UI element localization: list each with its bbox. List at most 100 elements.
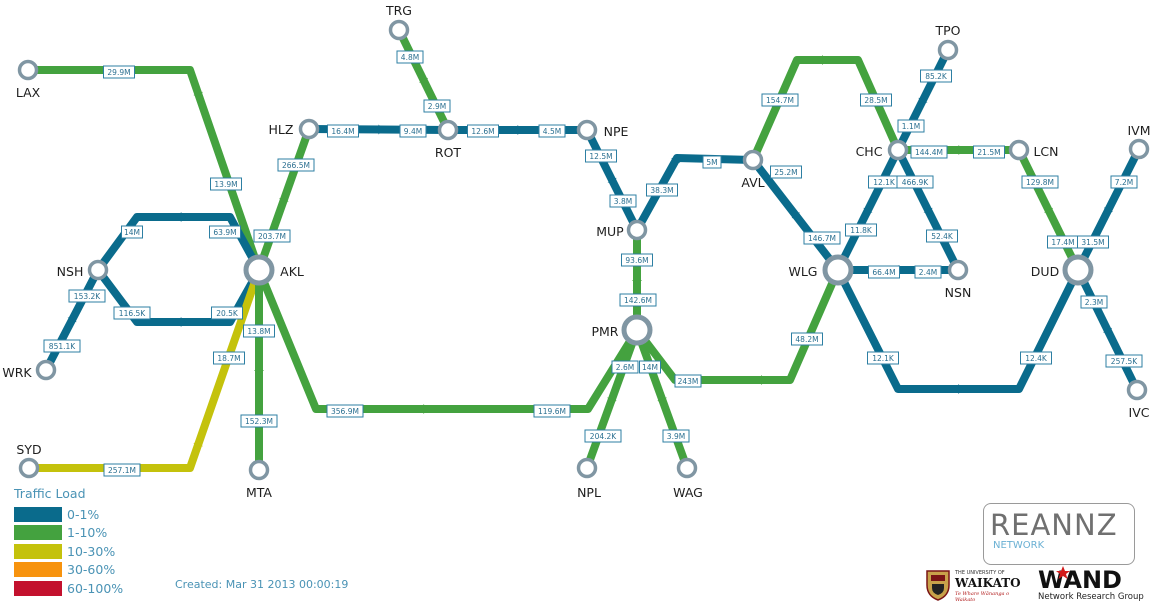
link-label-text: 257.5K — [1111, 357, 1138, 366]
link-label: 13.9M — [210, 177, 242, 191]
link-label: 52.4K — [926, 229, 958, 243]
link-label-box — [609, 194, 637, 208]
node-ivm[interactable] — [1128, 138, 1150, 160]
link-label-text: 2.4M — [919, 268, 937, 277]
link-midpoint-arrow — [918, 97, 928, 105]
link-label-box — [770, 165, 802, 179]
link-label-box — [845, 223, 877, 237]
link-label-box — [897, 119, 925, 133]
link-label: 257.5K — [1105, 354, 1143, 368]
wand-logo-name: WAND — [1038, 566, 1122, 594]
node-label: NPL — [577, 485, 601, 500]
link-label: 3.9M — [662, 429, 690, 443]
link-label-box — [761, 93, 799, 107]
link-label-box — [973, 145, 1005, 159]
node-npe[interactable] — [576, 119, 598, 141]
link-label-text: 14M — [642, 363, 658, 372]
node-akl[interactable] — [243, 254, 275, 286]
link-label-box — [619, 293, 657, 307]
link-label-text: 257.1M — [108, 466, 136, 475]
link-label: 142.6M — [619, 293, 657, 307]
link-label-text: 17.4M — [1051, 238, 1074, 247]
link-label: 1.1M — [897, 119, 925, 133]
node-wag[interactable] — [676, 457, 698, 479]
link-label: 12.6M — [467, 124, 499, 138]
link-midpoint-arrow — [632, 280, 642, 285]
link-label-text: 3.8M — [614, 197, 632, 206]
node-dud[interactable] — [1062, 254, 1094, 286]
link-label-box — [621, 253, 653, 267]
reannz-logo[interactable]: REANNZ NETWORK — [983, 503, 1135, 565]
wand-logo[interactable]: WAND Network Research Group — [1036, 566, 1148, 604]
link-label-text: 243M — [678, 377, 699, 386]
link-label-box — [327, 124, 359, 138]
node-pmr[interactable] — [621, 314, 653, 346]
node-label: ROT — [435, 145, 462, 160]
link-label-text: 129.8M — [1026, 178, 1054, 187]
node-ivc[interactable] — [1126, 379, 1148, 401]
legend-swatch — [14, 506, 62, 522]
link-label: 3.8M — [609, 194, 637, 208]
node-hlz[interactable] — [298, 118, 320, 140]
link-label-text: 52.4K — [931, 232, 954, 241]
node-wlg[interactable] — [822, 254, 854, 286]
link-label: 203.7M — [253, 229, 291, 243]
link-label: 152.3M — [240, 414, 278, 428]
link-label-box — [121, 225, 143, 239]
link-midpoint-arrow — [923, 207, 933, 215]
node-wrk[interactable] — [35, 359, 57, 381]
link-midpoint-arrow — [1044, 207, 1053, 215]
link-nsh-akl-upper[interactable] — [94, 213, 263, 273]
node-tpo[interactable] — [937, 39, 959, 61]
link-label-text: 204.2K — [590, 432, 617, 441]
link-label-box — [860, 93, 892, 107]
link-label-text: 153.2K — [74, 292, 101, 301]
link-label: 14M — [639, 360, 661, 374]
link-label: 29.9M — [103, 65, 135, 79]
link-midpoint-arrow — [279, 197, 289, 205]
link-label-text: 9.4M — [404, 127, 422, 136]
legend-swatch — [14, 543, 62, 559]
legend-label: 0-1% — [67, 506, 100, 522]
link-label: 13.8M — [243, 324, 275, 338]
link-label: 466.9K — [896, 175, 934, 189]
link-label: 146.7M — [803, 231, 841, 245]
link-label-text: 5M — [706, 158, 717, 167]
link-label-box — [584, 429, 622, 443]
node-label: PMR — [591, 324, 618, 339]
link-lax-akl[interactable] — [28, 66, 263, 272]
node-nsh[interactable] — [87, 259, 109, 281]
node-chc[interactable] — [887, 139, 909, 161]
node-lcn[interactable] — [1008, 139, 1030, 161]
node-mta[interactable] — [248, 459, 270, 481]
waikato-logo[interactable]: THE UNIVERSITY OF WAIKATO Te Whare Wānan… — [925, 568, 1027, 603]
link-label-text: 14M — [124, 228, 140, 237]
link-akl-pmr[interactable] — [255, 268, 641, 413]
link-label-text: 13.8M — [247, 327, 270, 336]
link-label-box — [702, 155, 722, 169]
link-label-text: 2.9M — [428, 102, 446, 111]
node-syd[interactable] — [18, 457, 40, 479]
link-label-box — [867, 351, 899, 365]
link-label-box — [868, 265, 900, 279]
link-midpoint-arrow — [193, 440, 203, 447]
node-trg[interactable] — [388, 19, 410, 41]
link-label-text: 25.2M — [774, 168, 797, 177]
node-nsn[interactable] — [947, 259, 969, 281]
link-label: 154.7M — [761, 93, 799, 107]
link-midpoint-arrow — [378, 124, 384, 135]
link-midpoint-arrow — [67, 315, 77, 323]
node-lax[interactable] — [17, 59, 39, 81]
node-mup[interactable] — [626, 219, 648, 241]
link-label-text: 63.9M — [213, 228, 236, 237]
node-label: SYD — [16, 442, 41, 457]
legend-label: 30-60% — [67, 562, 116, 578]
node-npl[interactable] — [576, 457, 598, 479]
link-label: 9.4M — [399, 124, 427, 138]
link-pmr-wlg[interactable] — [633, 268, 842, 384]
link-syd-akl[interactable] — [29, 268, 263, 472]
node-rot[interactable] — [437, 119, 459, 141]
node-avl[interactable] — [742, 149, 764, 171]
